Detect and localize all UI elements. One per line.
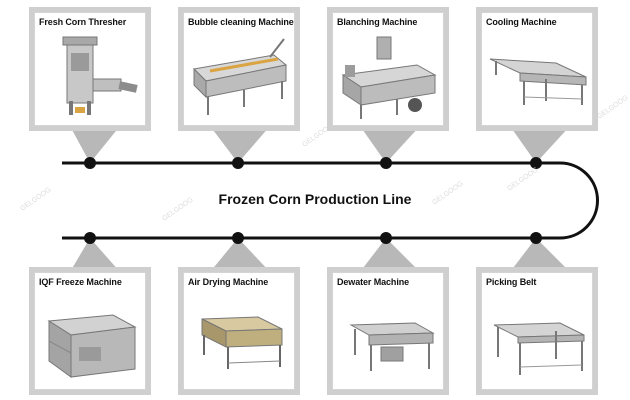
pointer-picking-belt <box>510 238 570 272</box>
step-label: Air Drying Machine <box>188 277 269 287</box>
step-label: Fresh Corn Thresher <box>39 17 127 27</box>
step-label: Bubble cleaning Machine <box>188 17 294 27</box>
step-label: Picking Belt <box>486 277 537 287</box>
pointer-blancher <box>360 126 420 163</box>
vibrating-dewaterer-icon <box>337 295 439 385</box>
step-card-fresh-corn-thresher: Fresh Corn Thresher <box>34 12 146 126</box>
node-picking-belt <box>530 232 542 244</box>
pointer-thresher <box>70 126 120 163</box>
pointer-bubble-washer <box>210 126 270 163</box>
diagram-title: Frozen Corn Production Line <box>218 191 412 207</box>
pointer-cooler <box>510 126 570 163</box>
tunnel-freezer-icon <box>39 295 141 385</box>
cooling-conveyor-icon <box>486 35 588 121</box>
bubble-washer-icon <box>188 35 290 121</box>
pointer-iqf <box>70 238 120 272</box>
pointer-dewater <box>360 238 420 272</box>
card-pointers <box>70 126 570 272</box>
step-card-iqf-freeze-machine: IQF Freeze Machine <box>34 272 146 390</box>
node-thresher <box>84 157 96 169</box>
picking-conveyor-icon <box>486 295 588 385</box>
step-label: Blanching Machine <box>337 17 418 27</box>
step-card-cooling-machine: Cooling Machine <box>481 12 593 126</box>
step-card-air-drying-machine: Air Drying Machine <box>183 272 295 390</box>
blancher-icon <box>337 35 439 121</box>
flow-nodes <box>84 157 542 244</box>
thresher-machine-icon <box>39 35 141 121</box>
node-bubble-washer <box>232 157 244 169</box>
node-dewater <box>380 232 392 244</box>
flow-line <box>62 161 599 240</box>
node-blancher <box>380 157 392 169</box>
step-card-dewater-machine: Dewater Machine <box>332 272 444 390</box>
step-label: Dewater Machine <box>337 277 410 287</box>
step-card-bubble-cleaning-machine: Bubble cleaning Machine <box>183 12 295 126</box>
step-label: Cooling Machine <box>486 17 557 27</box>
step-card-picking-belt: Picking Belt <box>481 272 593 390</box>
step-card-blanching-machine: Blanching Machine <box>332 12 444 126</box>
node-iqf <box>84 232 96 244</box>
node-cooler <box>530 157 542 169</box>
node-air-dryer <box>232 232 244 244</box>
pointer-air-dryer <box>210 238 270 272</box>
step-label: IQF Freeze Machine <box>39 277 122 287</box>
air-dryer-icon <box>188 295 290 385</box>
